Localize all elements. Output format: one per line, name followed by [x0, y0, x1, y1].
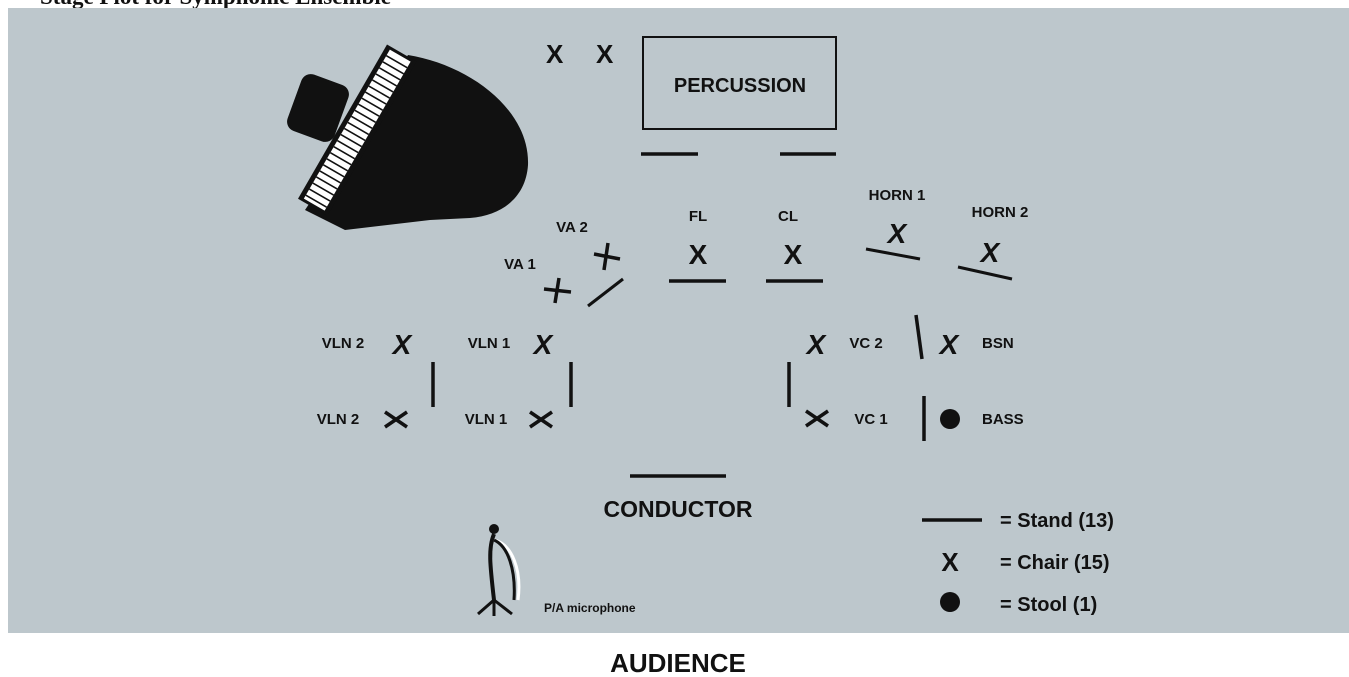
va2-label: VA 2 — [556, 219, 588, 236]
legend: = Stand (13) X = Chair (15) = Stool (1) — [922, 510, 1114, 616]
chair-icon: X — [979, 237, 1002, 268]
chair-icon: X — [532, 329, 555, 360]
cl-label: CL — [778, 208, 798, 225]
chair-icon — [529, 410, 553, 429]
stand-line — [957, 265, 1013, 281]
vln1-back-label: VLN 1 — [468, 335, 511, 352]
percussion-area — [642, 36, 837, 130]
grand-piano-icon — [287, 44, 529, 230]
vln2-back-label: VLN 2 — [322, 335, 365, 352]
horn1-label: HORN 1 — [869, 187, 926, 204]
fl-label: FL — [689, 208, 707, 225]
stand-line — [865, 247, 921, 261]
legend-chair-label: = Chair (15) — [1000, 552, 1109, 574]
vln2-front-label: VLN 2 — [317, 411, 360, 428]
stool-icon — [940, 409, 960, 429]
chair-icon — [593, 242, 621, 271]
microphone-label: P/A microphone — [544, 601, 636, 615]
chair-icon: X — [391, 329, 414, 360]
audience-label: AUDIENCE — [610, 648, 746, 677]
legend-stand-label: = Stand (13) — [1000, 510, 1114, 532]
stand-line — [587, 277, 624, 308]
legend-stool-symbol — [940, 592, 960, 612]
bass-label: BASS — [982, 411, 1024, 428]
chair-icon — [543, 277, 572, 304]
stand-line — [914, 314, 924, 360]
vln1-front-label: VLN 1 — [465, 411, 508, 428]
chair-icon: X — [805, 329, 828, 360]
legend-stool-label: = Stool (1) — [1000, 594, 1097, 616]
chair-icon: X — [689, 239, 708, 270]
conductor-label: CONDUCTOR — [603, 496, 752, 522]
header-text: Stage Plot for Symphonic Ensemble — [40, 0, 391, 9]
percussion-label: PERCUSSION — [674, 75, 806, 97]
vc1-label: VC 1 — [854, 411, 887, 428]
chair-icon: X — [938, 329, 961, 360]
horn2-label: HORN 2 — [972, 204, 1029, 221]
chair-icon — [384, 410, 408, 429]
chair-icon: X — [546, 39, 564, 69]
vc2-label: VC 2 — [849, 335, 882, 352]
legend-chair-symbol: X — [941, 547, 959, 577]
chair-icon — [805, 409, 829, 428]
stage-floor — [8, 8, 1349, 633]
chair-icon: X — [886, 218, 909, 249]
chair-icon: X — [784, 239, 803, 270]
microphone-icon — [477, 524, 521, 616]
chair-icon: X — [596, 39, 614, 69]
va1-label: VA 1 — [504, 256, 536, 273]
bsn-label: BSN — [982, 335, 1014, 352]
